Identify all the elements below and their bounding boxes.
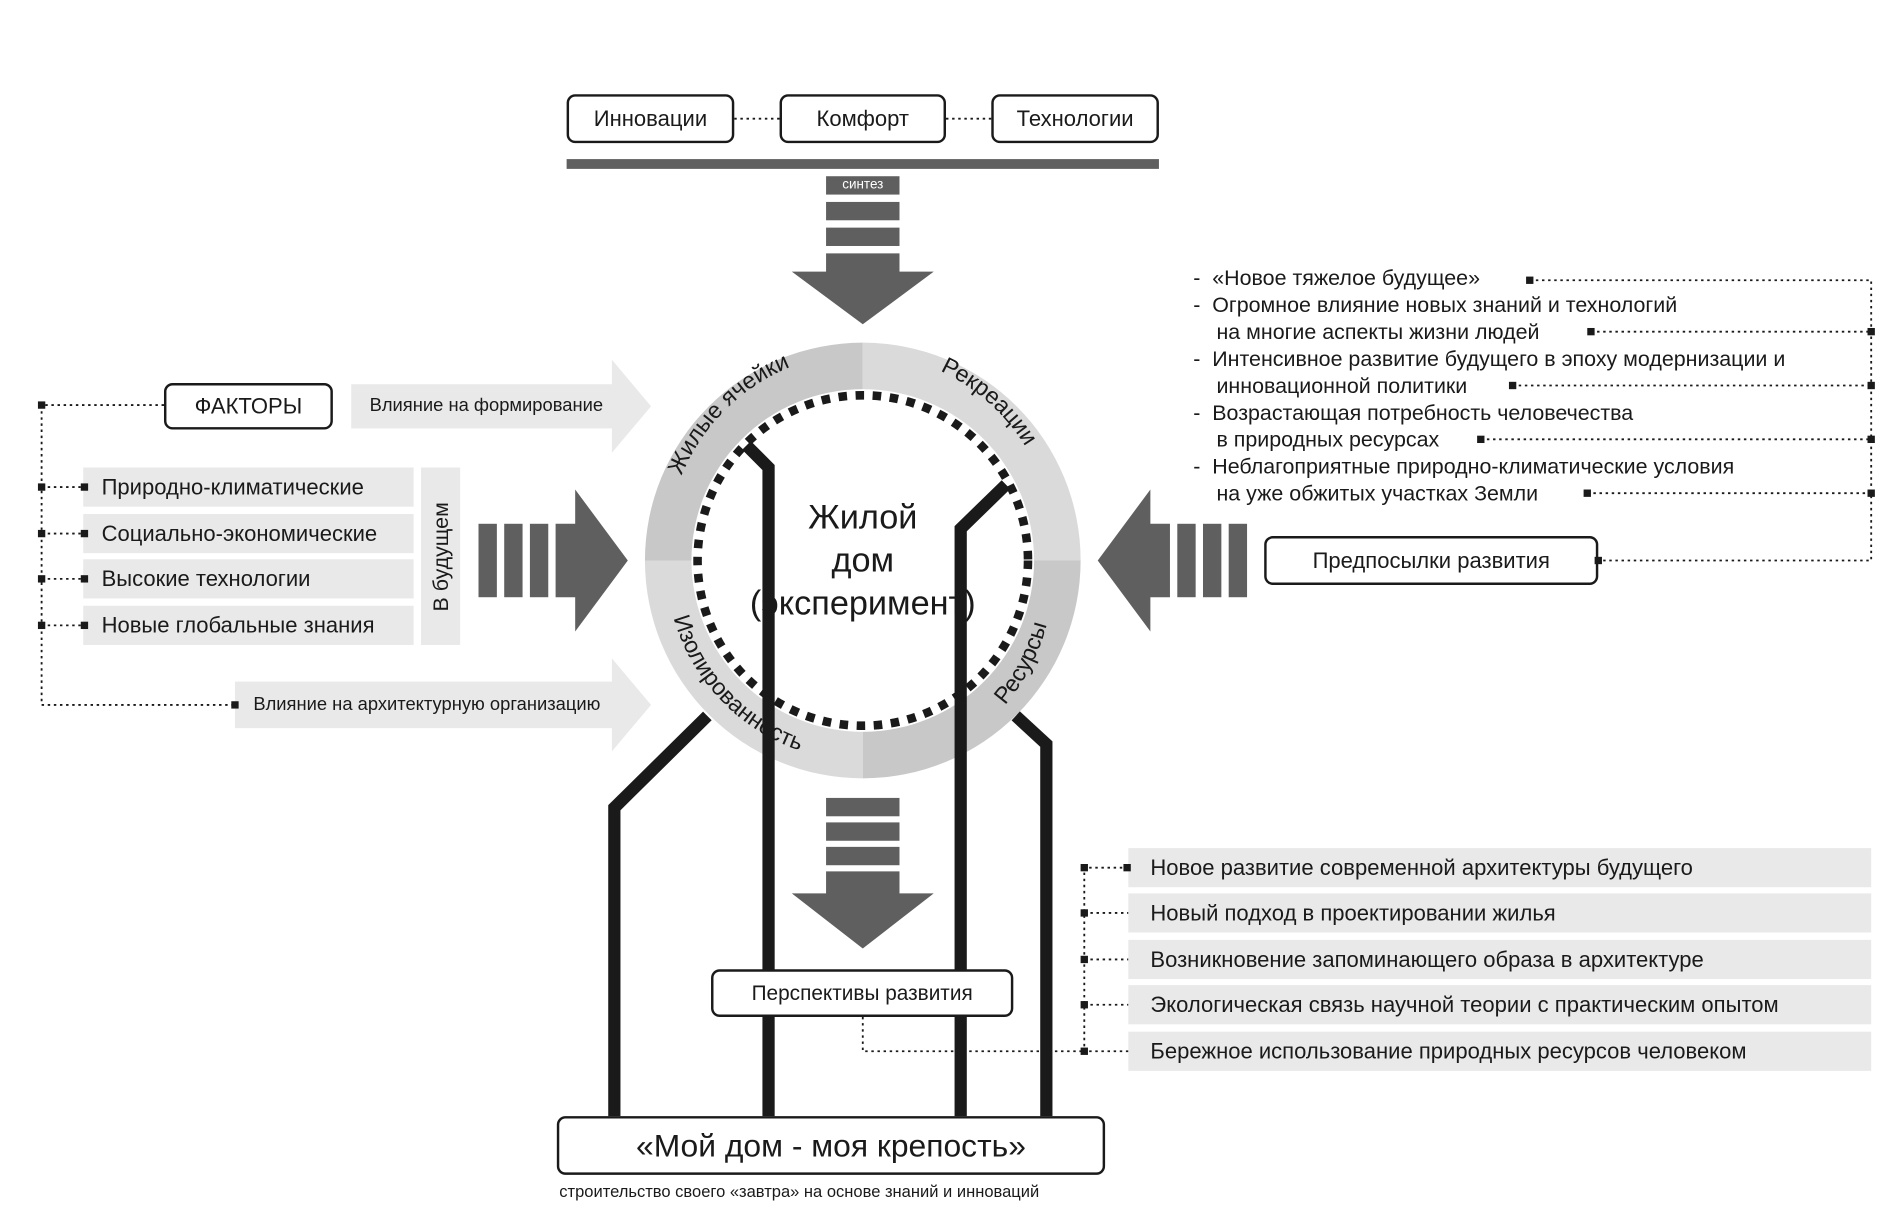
- dot-factors: [37, 401, 46, 409]
- future-bar: [420, 467, 461, 645]
- center-title-line-2: дом: [831, 542, 894, 580]
- right-stripe-3: [1177, 523, 1196, 598]
- perspective-label-5: Бережное использование природных ресурсо…: [1150, 1038, 1747, 1063]
- factor-label-2: Социально-экономические: [101, 520, 378, 546]
- dot-perspective-5: [1080, 1047, 1088, 1055]
- bottom-stripe-3: [826, 846, 900, 866]
- dot-prereq-box: [1594, 556, 1602, 565]
- perspective-label-3: Возникновение запоминающего образа в арх…: [1150, 946, 1704, 972]
- innovations-box: Инновации: [566, 94, 735, 144]
- dot-factor-4: [37, 621, 46, 630]
- left-stripe-1: [478, 523, 497, 598]
- dot-prereq-rail-4: [1867, 435, 1875, 444]
- prerequisite-item-2: - Огромное влияние новых знаний и технол…: [1193, 292, 1678, 344]
- inner-circle: [691, 389, 1035, 732]
- influence-formation-label: Влияние на формирование: [369, 395, 604, 417]
- left-stripe-2: [504, 523, 523, 598]
- prerequisite-line-2b: на многие аспекты жизни людей: [1216, 319, 1540, 344]
- bottom-stripe-1: [826, 797, 900, 817]
- prerequisite-line-3b: инновационной политики: [1216, 373, 1468, 398]
- dot-prereq-rail-3: [1867, 381, 1875, 390]
- dot-perspective-4: [1080, 1001, 1088, 1009]
- bottom-stripe-2: [826, 822, 900, 841]
- line-left-inner: [742, 441, 775, 1117]
- perspective-item-5: Бережное использование природных ресурсо…: [1128, 1031, 1872, 1071]
- dot-prereq-4: [1477, 435, 1485, 444]
- perspectives-box: Перспективы развития: [711, 969, 1014, 1017]
- perspective-label-2: Новый подход в проектировании жилья: [1150, 900, 1556, 925]
- dot-prereq-rail-2: [1867, 327, 1875, 336]
- dot-factor-3: [37, 575, 46, 583]
- left-stripe-3: [529, 523, 549, 598]
- line-right-outer: [1011, 711, 1053, 1117]
- prerequisite-line-4a: Возрастающая потребность человечества: [1212, 400, 1634, 425]
- dot-factor-1: [37, 483, 46, 491]
- center-title-line-1: Жилой: [808, 499, 917, 537]
- factor-label-4: Новые глобальные знания: [101, 612, 375, 637]
- line-right-inner: [954, 480, 1011, 1117]
- factor-item-3: Высокие технологии: [83, 559, 414, 599]
- prerequisite-line-5b: на уже обжитых участках Земли: [1216, 480, 1539, 506]
- dot-perspective-3: [1080, 955, 1088, 964]
- synthesis-label: синтез: [826, 176, 900, 195]
- dot-prereq-2: [1587, 327, 1595, 336]
- motto-subtitle: строительство своего «завтра» на основе …: [559, 1182, 1040, 1201]
- comfort-box: Комфорт: [779, 94, 946, 144]
- dot-architecture: [231, 701, 239, 709]
- synthesis-stripe-2: [826, 227, 900, 246]
- perspective-label-1: Новое развитие современной архитектуры б…: [1150, 854, 1693, 880]
- synthesis-stripe-1: [826, 201, 900, 221]
- prerequisite-item-5: - Неблагоприятные природно-климатические…: [1193, 454, 1735, 506]
- dot-perspective-1: [1123, 864, 1131, 872]
- perspective-label-4: Экологическая связь научной теории с пра…: [1150, 991, 1779, 1017]
- right-stripe-1: [1228, 523, 1248, 598]
- dot-factor-2: [37, 529, 46, 538]
- dot-factor-2-end: [80, 529, 89, 538]
- factor-item-1: Природно-климатические: [83, 467, 414, 507]
- line-left-outer: [608, 711, 712, 1117]
- perspective-item-3: Возникновение запоминающего образа в арх…: [1128, 939, 1872, 980]
- dot-factor-1-end: [80, 483, 89, 491]
- prerequisite-line-1a: «Новое тяжелое будущее»: [1212, 265, 1481, 291]
- factor-item-4: Новые глобальные знания: [83, 605, 414, 645]
- dot-prereq-5: [1583, 489, 1591, 497]
- dot-perspective-2: [1080, 909, 1088, 917]
- down-arrow-bottom: [791, 871, 934, 949]
- factor-item-2: Социально-экономические: [83, 513, 414, 554]
- right-stripe-2: [1202, 523, 1222, 598]
- dot-perspective-1-rail: [1080, 864, 1088, 872]
- future-label: В будущем: [428, 502, 453, 612]
- prerequisite-line-4b: в природных ресурсах: [1216, 427, 1440, 452]
- dot-prereq-3: [1508, 381, 1517, 390]
- dot-factor-4-end: [80, 621, 89, 630]
- top-bar: [566, 159, 1159, 169]
- perspective-item-4: Экологическая связь научной теории с пра…: [1128, 985, 1872, 1025]
- perspective-item-2: Новый подход в проектировании жилья: [1128, 893, 1872, 933]
- prerequisite-line-5a: Неблагоприятные природно-климатические у…: [1212, 454, 1735, 479]
- prerequisite-item-3: - Интенсивное развитие будущего в эпоху …: [1193, 346, 1786, 398]
- prerequisite-line-3a: Интенсивное развитие будущего в эпоху мо…: [1212, 346, 1786, 371]
- center-title-line-3: (эксперимент): [750, 584, 976, 622]
- down-arrow-top: [791, 253, 934, 325]
- motto-box: «Мой дом - моя крепость»: [556, 1116, 1106, 1175]
- influence-formation-arrow: [351, 359, 652, 453]
- influence-architecture-label: Влияние на архитектурную организацию: [253, 693, 601, 715]
- factor-label-1: Природно-климатические: [101, 474, 364, 499]
- factor-label-3: Высокие технологии: [101, 566, 311, 591]
- prerequisite-line-2a: Огромное влияние новых знаний и технолог…: [1212, 292, 1678, 317]
- dot-factor-3-end: [80, 575, 89, 583]
- prerequisite-item-1: - «Новое тяжелое будущее»: [1193, 265, 1481, 291]
- prerequisites-box: Предпосылки развития: [1264, 536, 1599, 585]
- dot-prereq-1: [1526, 276, 1534, 284]
- left-pointing-arrow: [1097, 489, 1170, 632]
- right-pointing-arrow: [555, 489, 628, 632]
- dot-prereq-rail-5: [1867, 489, 1875, 497]
- factors-box: ФАКТОРЫ: [163, 383, 333, 430]
- technologies-box: Технологии: [991, 94, 1159, 144]
- perspective-item-1: Новое развитие современной архитектуры б…: [1128, 848, 1872, 888]
